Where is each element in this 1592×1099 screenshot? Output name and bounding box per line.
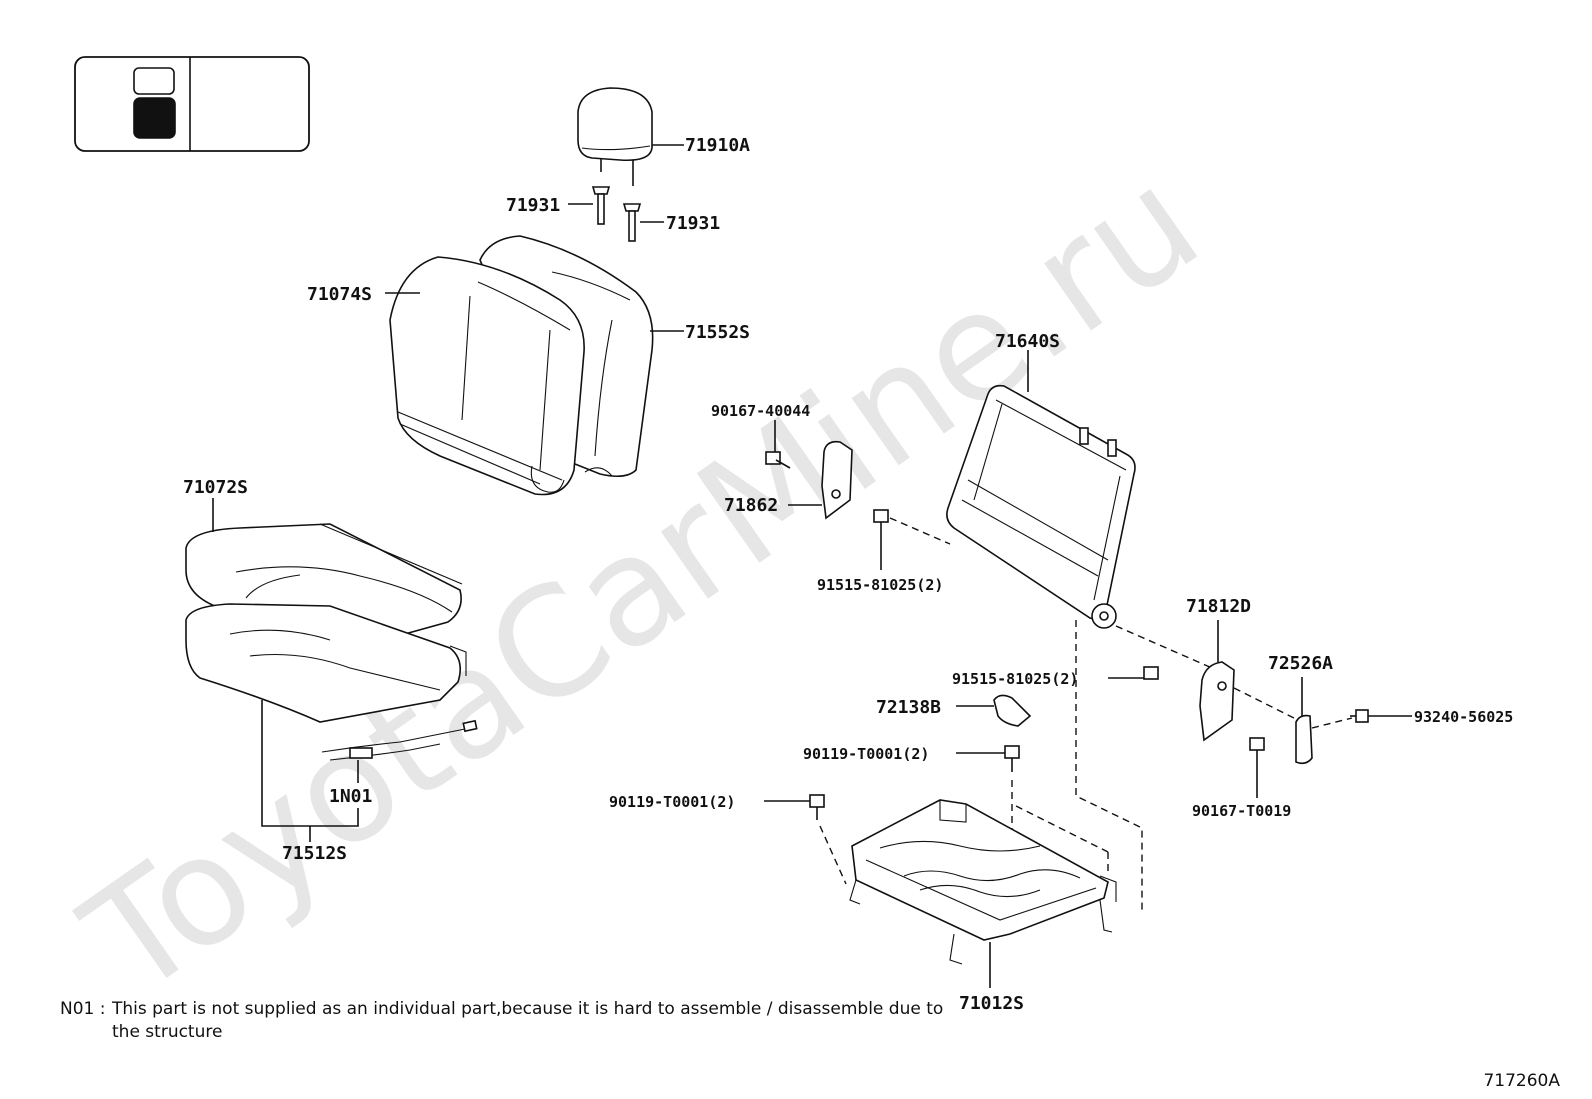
seat-cushion-frame-drawing — [849, 799, 1117, 965]
headrest-drawing — [577, 87, 653, 186]
bolt-90167-T0019 — [1249, 737, 1265, 751]
label-72138B: 72138B — [876, 697, 941, 718]
label-90167-T0019: 90167-T0019 — [1192, 802, 1291, 820]
seat-cushion-cover-drawing — [185, 523, 463, 653]
cover-71862-drawing — [821, 440, 853, 520]
label-91515-81025-right: 91515-81025(2) — [952, 670, 1078, 688]
label-91515-81025-left: 91515-81025(2) — [817, 576, 943, 594]
label-93240-56025: 93240-56025 — [1414, 708, 1513, 726]
bolt-91515-81025-left — [873, 509, 889, 523]
label-90119-T0001-upper: 90119-T0001(2) — [803, 745, 929, 763]
label-71931-right: 71931 — [666, 213, 720, 234]
bolt-90119-T0001-lower — [809, 794, 825, 820]
screw-93240-56025 — [1350, 709, 1369, 723]
legend-swatch-white — [133, 67, 175, 95]
label-71012S: 71012S — [959, 993, 1024, 1014]
bolt-90167-40044 — [765, 451, 791, 469]
label-71812D: 71812D — [1186, 596, 1251, 617]
label-71072S: 71072S — [183, 477, 248, 498]
bolt-90119-T0001-upper — [1004, 745, 1020, 772]
legend-box — [74, 56, 310, 152]
footnote-text: This part is not supplied as an individu… — [112, 999, 944, 1042]
footnote: N01 : This part is not supplied as an in… — [60, 998, 960, 1044]
label-71931-left: 71931 — [506, 195, 560, 216]
label-71512S: 71512S — [282, 843, 347, 864]
cap-72526A-drawing — [1295, 714, 1313, 765]
label-71910A: 71910A — [685, 135, 750, 156]
label-71862: 71862 — [724, 495, 778, 516]
label-72526A: 72526A — [1268, 653, 1333, 674]
label-1N01: 1N01 — [329, 786, 372, 807]
label-90119-T0001-lower: 90119-T0001(2) — [609, 793, 735, 811]
heater-wire-drawing — [321, 719, 478, 761]
seat-back-frame-drawing — [946, 384, 1136, 629]
cover-71812D-drawing — [1199, 661, 1235, 742]
seat-back-cover-drawing — [389, 256, 585, 496]
legend-swatch-black — [133, 97, 176, 139]
diagram-reference-number: 717260A — [1483, 1071, 1560, 1091]
clip-72138B-drawing — [993, 694, 1032, 727]
footnote-key: N01 : — [60, 999, 106, 1019]
label-90167-40044: 90167-40044 — [711, 402, 810, 420]
label-71552S: 71552S — [685, 322, 750, 343]
headrest-support-left — [591, 186, 611, 225]
headrest-support-right — [622, 203, 642, 242]
seat-cushion-pad-drawing — [185, 603, 467, 723]
label-71640S: 71640S — [995, 331, 1060, 352]
bolt-91515-81025-right — [1143, 666, 1159, 680]
label-71074S: 71074S — [307, 284, 372, 305]
